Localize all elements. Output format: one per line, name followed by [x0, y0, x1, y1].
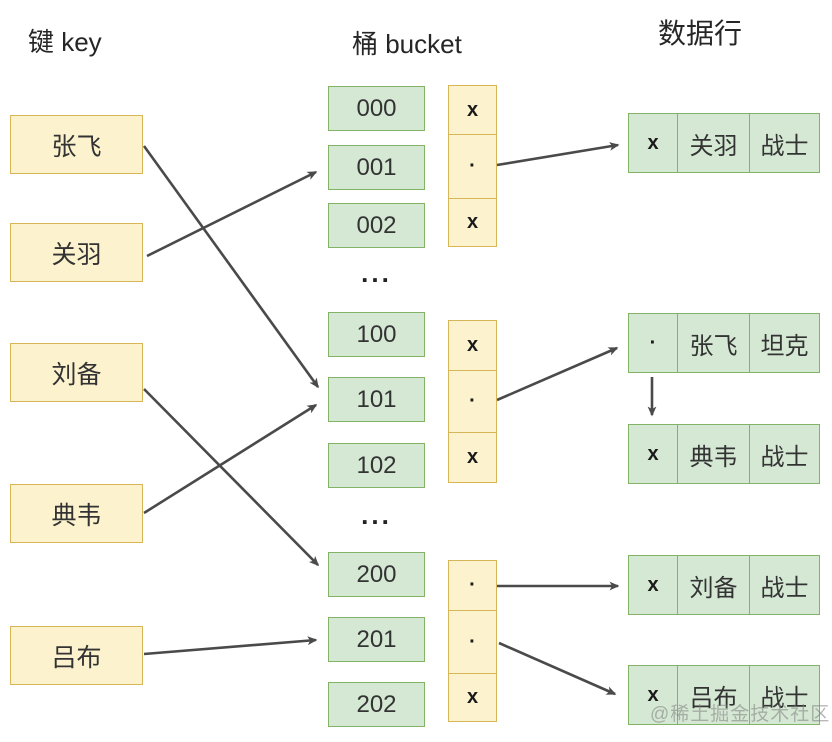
- row-name: 张飞: [677, 314, 749, 372]
- arrow-stack3-to-row-lvbu: [498, 641, 617, 696]
- data-row-liubei: x 刘备 战士: [628, 555, 820, 615]
- row-marker: x: [647, 131, 659, 154]
- bucket-box-000: 000: [328, 86, 425, 131]
- bucket-box-001: 001: [328, 145, 425, 190]
- row-name: 吕布: [677, 666, 749, 724]
- arrow-guanyu-to-bucket-001: [146, 170, 318, 258]
- data-row-zhangfei: · 张飞 坦克: [628, 313, 820, 373]
- pointer-cell: x: [466, 334, 479, 356]
- arrow-stack2-to-row-zhangfei: [496, 346, 619, 402]
- key-box-guanyu: 关羽: [10, 223, 143, 282]
- bucket-id: 200: [356, 560, 397, 588]
- row-marker: x: [647, 683, 659, 706]
- bucket-ellipsis-1: ...: [361, 258, 392, 288]
- pointer-cell: ·: [449, 370, 496, 432]
- key-box-liubei: 刘备: [10, 343, 143, 402]
- row-name: 关羽: [677, 114, 749, 172]
- pointer-cell: ·: [449, 134, 496, 198]
- arrow-lvbu-to-bucket-201: [143, 636, 318, 656]
- bucket-box-101: 101: [328, 377, 425, 422]
- arrow-dianwei-to-bucket-101: [143, 403, 318, 515]
- key-box-dianwei: 典韦: [10, 484, 143, 543]
- row-role: 战士: [749, 425, 819, 483]
- pointer-stack-2: x · x: [448, 320, 497, 483]
- row-role: 战士: [749, 666, 819, 724]
- bucket-box-102: 102: [328, 443, 425, 488]
- data-row-lvbu: x 吕布 战士: [628, 665, 820, 725]
- bucket-box-100: 100: [328, 312, 425, 357]
- row-marker: x: [647, 573, 659, 596]
- data-row-guanyu: x 关羽 战士: [628, 113, 820, 173]
- bucket-box-202: 202: [328, 682, 425, 727]
- row-marker: ·: [649, 331, 657, 354]
- bucket-id: 100: [356, 320, 397, 348]
- arrow-stack1-to-row-guanyu: [496, 142, 620, 167]
- bucket-id: 000: [356, 94, 397, 122]
- bucket-box-200: 200: [328, 552, 425, 597]
- key-label: 张飞: [51, 132, 102, 161]
- bucket-id: 202: [356, 690, 397, 718]
- bucket-id: 201: [356, 625, 397, 653]
- pointer-cell: x: [449, 673, 496, 721]
- pointer-cell: x: [466, 98, 479, 121]
- bucket-box-201: 201: [328, 617, 425, 662]
- pointer-cell: x: [449, 198, 496, 246]
- pointer-cell: x: [449, 432, 496, 482]
- row-role: 战士: [749, 556, 819, 614]
- key-box-lvbu: 吕布: [10, 626, 143, 685]
- key-label: 刘备: [51, 360, 102, 389]
- bucket-id: 101: [356, 385, 397, 413]
- key-box-zhangfei: 张飞: [10, 115, 143, 174]
- row-name: 刘备: [677, 556, 749, 614]
- bucket-id: 102: [356, 451, 397, 479]
- key-label: 吕布: [51, 643, 102, 672]
- pointer-stack-3: · · x: [448, 560, 497, 722]
- bucket-id: 001: [356, 153, 397, 181]
- row-marker: x: [647, 442, 659, 465]
- row-name: 典韦: [677, 425, 749, 483]
- bucket-box-002: 002: [328, 203, 425, 248]
- key-label: 关羽: [51, 240, 102, 269]
- bucket-id: 002: [356, 211, 397, 239]
- pointer-cell: ·: [469, 574, 476, 596]
- watermark: @稀土掘金技术社区: [650, 704, 831, 725]
- row-role: 战士: [749, 114, 819, 172]
- key-label: 典韦: [51, 501, 102, 530]
- row-role: 坦克: [749, 314, 819, 372]
- bucket-ellipsis-2: ...: [361, 500, 392, 530]
- data-row-dianwei: x 典韦 战士: [628, 424, 820, 484]
- pointer-stack-1: x · x: [448, 85, 497, 247]
- column-header-buckets: 桶 bucket: [352, 29, 462, 59]
- column-header-data-rows: 数据行: [658, 18, 743, 49]
- arrow-zhangfei-to-bucket-101: [142, 145, 320, 389]
- arrow-liubei-to-bucket-200: [143, 388, 320, 567]
- column-header-keys: 键 key: [28, 27, 102, 57]
- pointer-cell: ·: [449, 610, 496, 673]
